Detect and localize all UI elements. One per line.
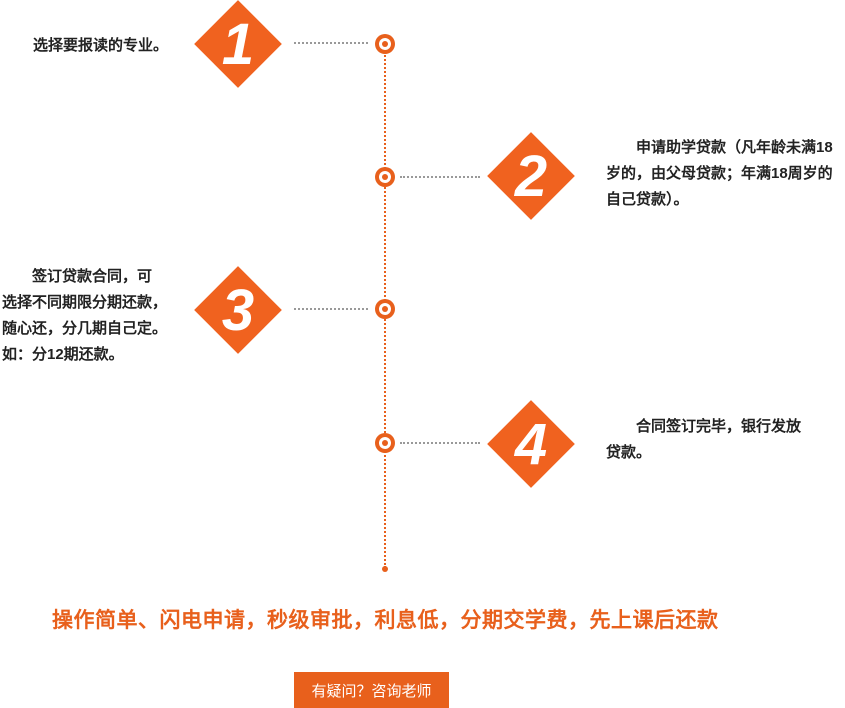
- step-text-2-line-3: 自己贷款）。: [606, 191, 689, 208]
- step-text-3-line-2: 选择不同期限分期还款，: [2, 294, 168, 311]
- step-text-2: 申请助学贷款（凡年龄未满18 岁的，由父母贷款；年满18周岁的 自己贷款）。: [606, 135, 845, 213]
- step-text-3-line-1: 签订贷款合同，可: [32, 268, 153, 285]
- step-number-2: 2: [514, 143, 548, 209]
- connector-2: [400, 176, 480, 178]
- step-number-4: 4: [514, 411, 548, 477]
- timeline-node-1: [375, 34, 395, 54]
- timeline-end-dot: [382, 566, 388, 572]
- step-text-4-line-1: 合同签订完毕，银行发放: [636, 418, 802, 435]
- step-text-1: 选择要报读的专业。: [33, 33, 168, 59]
- connector-3: [294, 308, 368, 310]
- step-badge-2: 2: [487, 132, 575, 220]
- connector-4: [400, 442, 480, 444]
- step-badge-1: 1: [194, 0, 282, 88]
- step-text-3-line-4: 如：分12期还款。: [2, 346, 124, 363]
- step-text-3-line-3: 随心还，分几期自己定。: [2, 320, 168, 337]
- timeline-node-3: [375, 299, 395, 319]
- step-text-4: 合同签订完毕，银行发放 贷款。: [606, 414, 841, 466]
- timeline-node-2: [375, 167, 395, 187]
- step-text-1-line: 选择要报读的专业。: [33, 37, 169, 54]
- timeline-node-4: [375, 433, 395, 453]
- consult-teacher-button[interactable]: 有疑问？咨询老师: [294, 672, 449, 708]
- step-text-2-line-1: 申请助学贷款（凡年龄未满18: [636, 139, 833, 156]
- step-text-3: 签订贷款合同，可 选择不同期限分期还款， 随心还，分几期自己定。 如：分12期还…: [2, 264, 187, 368]
- step-text-4-line-2: 贷款。: [606, 444, 652, 461]
- step-number-1: 1: [221, 11, 255, 77]
- step-badge-4: 4: [487, 400, 575, 488]
- connector-1: [294, 42, 368, 44]
- step-text-2-line-2: 岁的，由父母贷款；年满18周岁的: [606, 165, 833, 182]
- step-badge-3: 3: [194, 266, 282, 354]
- step-number-3: 3: [221, 277, 255, 343]
- benefits-tagline: 操作简单、闪电申请，秒级审批，利息低，分期交学费，先上课后还款: [52, 608, 719, 632]
